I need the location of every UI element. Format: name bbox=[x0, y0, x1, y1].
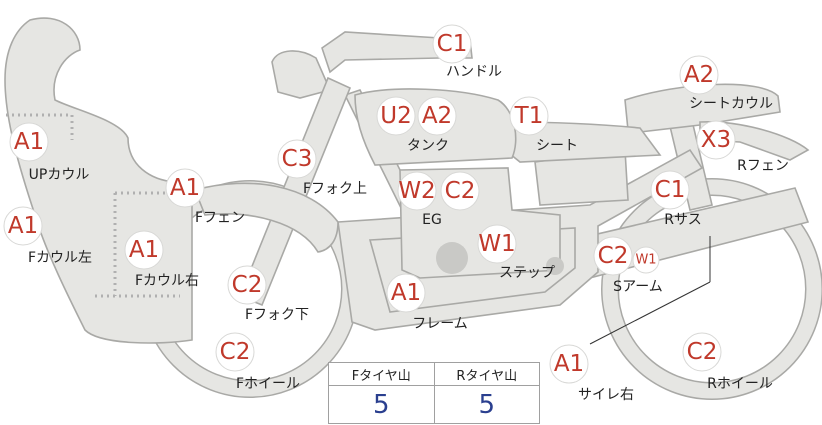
label-f-cowl-right: Fカウル右 bbox=[134, 273, 200, 289]
grade-badge-text: W1 bbox=[478, 231, 515, 257]
grade-badge-text: C2 bbox=[598, 243, 629, 269]
grade-badge-text: C3 bbox=[282, 146, 313, 172]
label-f-fork-upper: Fフォク上 bbox=[302, 181, 368, 197]
seat-cowl[interactable] bbox=[624, 83, 781, 133]
grade-badge-text: A2 bbox=[684, 62, 714, 88]
grade-badge-s-arm-1: C2 bbox=[593, 236, 633, 276]
step-peg-dot bbox=[546, 257, 564, 275]
grade-badge-circle bbox=[277, 139, 317, 179]
grade-badge-text: W1 bbox=[635, 253, 656, 268]
grade-badge-text: A1 bbox=[14, 129, 44, 155]
label-f-wheel: Fホイール bbox=[235, 376, 301, 392]
grade-badge-circle bbox=[432, 24, 472, 64]
tire-tread-table: Fタイヤ山 Rタイヤ山 5 5 bbox=[328, 362, 540, 424]
grade-badge-circle bbox=[593, 236, 633, 276]
grade-badge-seat: T1 bbox=[509, 96, 549, 136]
grade-badge-text: C2 bbox=[687, 339, 718, 365]
grade-badge-f-fender: A1 bbox=[165, 168, 205, 208]
grade-badge-circle bbox=[682, 332, 722, 372]
grade-badge-circle bbox=[397, 171, 437, 211]
grade-badge-circle bbox=[227, 265, 267, 305]
front-fender[interactable] bbox=[193, 182, 339, 253]
grade-badge-r-fender: X3 bbox=[696, 120, 736, 160]
grade-badge-text: A1 bbox=[391, 280, 421, 306]
grade-badge-circle bbox=[509, 96, 549, 136]
label-tank: タンク bbox=[407, 138, 449, 154]
grade-badge-up-cowl: A1 bbox=[9, 122, 49, 162]
label-r-sus: Rサス bbox=[664, 212, 702, 228]
label-step: ステップ bbox=[499, 265, 555, 281]
grade-badge-circle bbox=[477, 224, 517, 264]
grade-badge-circle bbox=[679, 55, 719, 95]
grade-badge-r-sus: C1 bbox=[650, 170, 690, 210]
front-tread-value: 5 bbox=[328, 385, 435, 424]
grade-badge-eg-2: C2 bbox=[440, 171, 480, 211]
grade-badge-circle bbox=[9, 122, 49, 162]
grade-badge-text: T1 bbox=[514, 103, 544, 129]
grade-badge-circle bbox=[549, 344, 589, 384]
grade-badge-s-arm-2: W1 bbox=[632, 246, 660, 274]
grade-badge-f-wheel: C2 bbox=[215, 332, 255, 372]
grade-badge-circle bbox=[696, 120, 736, 160]
label-seat-cowl: シートカウル bbox=[689, 96, 773, 112]
grade-badge-text: C1 bbox=[655, 177, 686, 203]
grade-badge-text: A1 bbox=[554, 351, 584, 377]
front-tread-header: Fタイヤ山 bbox=[328, 362, 435, 386]
label-handle: ハンドル bbox=[446, 64, 502, 80]
grade-badge-f-fork-upper: C3 bbox=[277, 139, 317, 179]
grade-badge-circle bbox=[650, 170, 690, 210]
grade-badge-frame: A1 bbox=[386, 273, 426, 313]
label-r-fender: Rフェン bbox=[737, 158, 789, 174]
grade-badge-text: X3 bbox=[701, 127, 731, 153]
grade-badge-tank-2: A2 bbox=[417, 96, 457, 136]
grade-badge-text: A1 bbox=[129, 237, 159, 263]
label-seat: シート bbox=[536, 138, 578, 154]
grade-badge-circle bbox=[386, 273, 426, 313]
grade-badge-text: A2 bbox=[422, 103, 452, 129]
grade-badge-text: A1 bbox=[170, 175, 200, 201]
rear-tread-header: Rタイヤ山 bbox=[433, 362, 540, 386]
grade-badge-tank-1: U2 bbox=[376, 96, 416, 136]
label-f-cowl-left: Fカウル左 bbox=[27, 250, 93, 266]
grade-badge-circle bbox=[376, 96, 416, 136]
leader-lines bbox=[589, 236, 711, 345]
grade-badge-text: W2 bbox=[398, 178, 435, 204]
grade-badge-circle bbox=[632, 246, 660, 274]
grade-badge-handle: C1 bbox=[432, 24, 472, 64]
label-eg: EG bbox=[422, 212, 442, 228]
grade-badge-circle bbox=[165, 168, 205, 208]
grade-badge-text: C2 bbox=[445, 178, 476, 204]
fork-top-bracket bbox=[271, 50, 332, 99]
label-frame: フレーム bbox=[412, 316, 468, 332]
rear-tread-value: 5 bbox=[433, 385, 540, 424]
grade-badge-text: C2 bbox=[232, 272, 263, 298]
grade-badge-circle bbox=[440, 171, 480, 211]
label-r-wheel: Rホイール bbox=[707, 376, 773, 392]
label-s-arm: Sアーム bbox=[613, 279, 663, 295]
grade-badge-text: U2 bbox=[380, 103, 411, 129]
grade-badge-text: C2 bbox=[220, 339, 251, 365]
label-side-cover-right: サイレ右 bbox=[578, 387, 634, 403]
grade-badge-text: C1 bbox=[437, 31, 468, 57]
label-up-cowl: UPカウル bbox=[28, 167, 90, 183]
grade-badge-eg-1: W2 bbox=[397, 171, 437, 211]
grade-badge-side-cover-right: A1 bbox=[549, 344, 589, 384]
grade-badge-circle bbox=[215, 332, 255, 372]
grade-badge-circle bbox=[417, 96, 457, 136]
grade-badge-f-cowl-right: A1 bbox=[124, 230, 164, 270]
grade-badge-step: W1 bbox=[477, 224, 517, 264]
grade-badge-circle bbox=[124, 230, 164, 270]
grade-badge-text: A1 bbox=[8, 213, 38, 239]
engine-cover-dot bbox=[436, 242, 468, 274]
grade-badge-seat-cowl: A2 bbox=[679, 55, 719, 95]
grade-badge-r-wheel: C2 bbox=[682, 332, 722, 372]
grade-badge-f-fork-lower: C2 bbox=[227, 265, 267, 305]
label-f-fender: Fフェン bbox=[194, 210, 246, 226]
label-f-fork-lower: Fフォク下 bbox=[244, 307, 310, 323]
grade-badge-circle bbox=[3, 206, 43, 246]
grade-badge-f-cowl-left: A1 bbox=[3, 206, 43, 246]
